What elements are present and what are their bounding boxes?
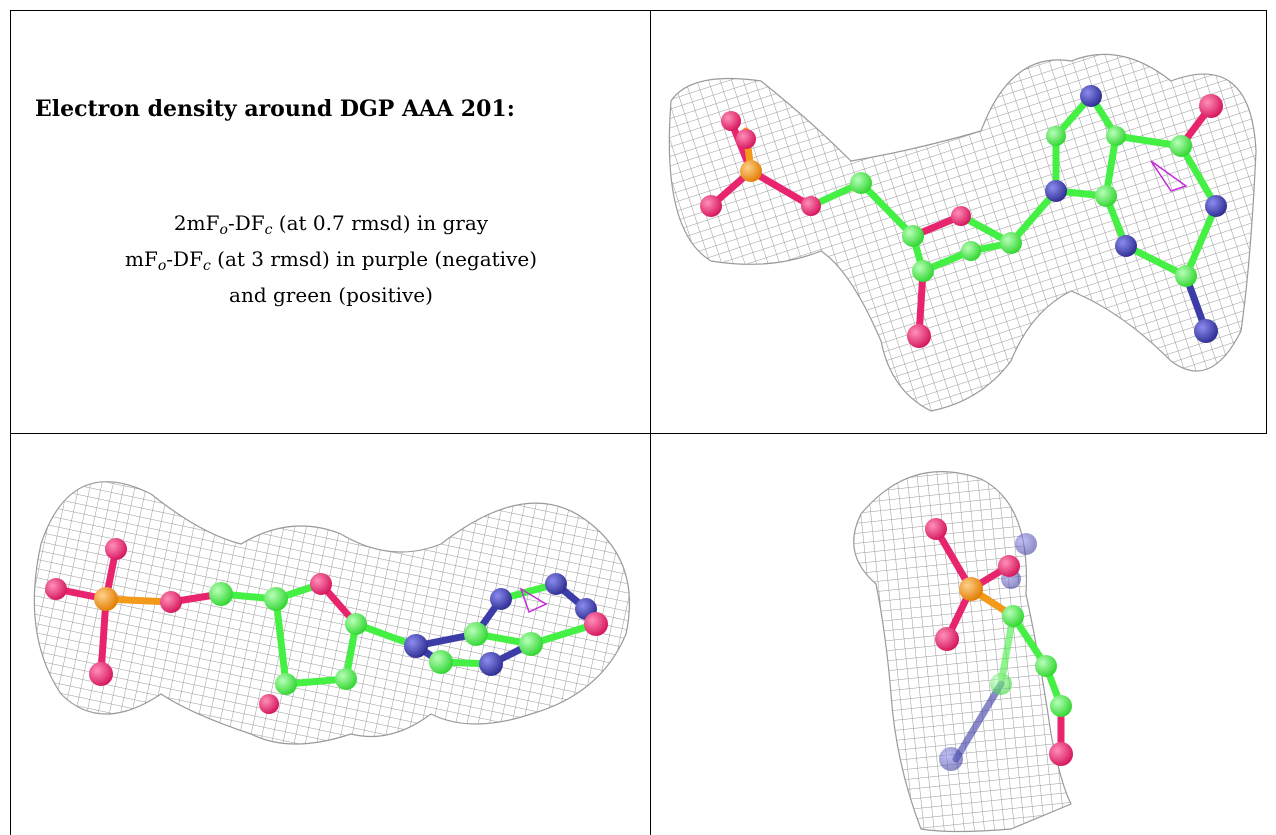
figure-table: Electron density around DGP AAA 201: 2mF… bbox=[10, 10, 1267, 835]
density-image-bottom-left bbox=[11, 434, 650, 835]
table-border-center bbox=[650, 10, 651, 835]
caption-line-2: mFo-DFc (at 3 rmsd) in purple (negative) bbox=[125, 247, 537, 274]
molecule-density-icon bbox=[853, 471, 1073, 833]
figure-title: Electron density around DGP AAA 201: bbox=[35, 96, 515, 122]
table-border-top bbox=[10, 10, 1267, 11]
molecule-density-icon bbox=[668, 53, 1257, 412]
caption-cell: Electron density around DGP AAA 201: 2mF… bbox=[11, 11, 650, 433]
table-border-middle bbox=[10, 433, 1267, 434]
figure-caption: 2mFo-DFc (at 0.7 rmsd) in gray mFo-DFc (… bbox=[11, 209, 650, 310]
density-image-bottom-right bbox=[651, 434, 1266, 835]
table-border-left bbox=[10, 10, 11, 835]
caption-line-3: and green (positive) bbox=[229, 283, 433, 307]
caption-line-1: 2mFo-DFc (at 0.7 rmsd) in gray bbox=[173, 211, 489, 238]
molecule-density-icon bbox=[33, 481, 631, 745]
table-border-right bbox=[1266, 10, 1267, 433]
density-image-top-right bbox=[651, 11, 1266, 433]
